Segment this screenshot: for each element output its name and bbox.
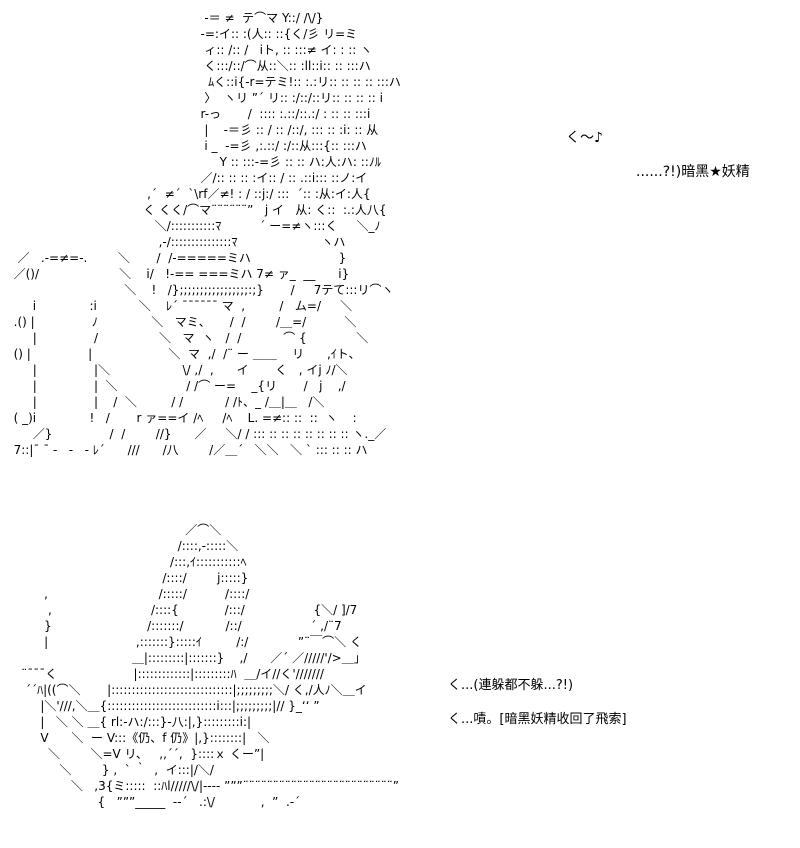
speaker-tag-dark-fairy: ......?!)暗黑★妖精: [636, 164, 750, 180]
ascii-art-top-scene: -＝ ≠ テ⌒マ Y::/ /\/} -=:イ:: :(人:: ::{く/彡 リ…: [13, 11, 401, 457]
dialogue-line-retrieve: く...嘖。[暗黑妖精收回了飛索]: [448, 712, 627, 727]
sound-effect-humming: く～♪: [566, 130, 603, 146]
dialogue-line-dodge: く...(連躲都不躲...?!): [448, 678, 574, 693]
ascii-art-bottom-scene: ／⌒＼ /::::,-:::::＼ /:::,ｲ:::::::::::ﾍ /::…: [21, 523, 399, 809]
